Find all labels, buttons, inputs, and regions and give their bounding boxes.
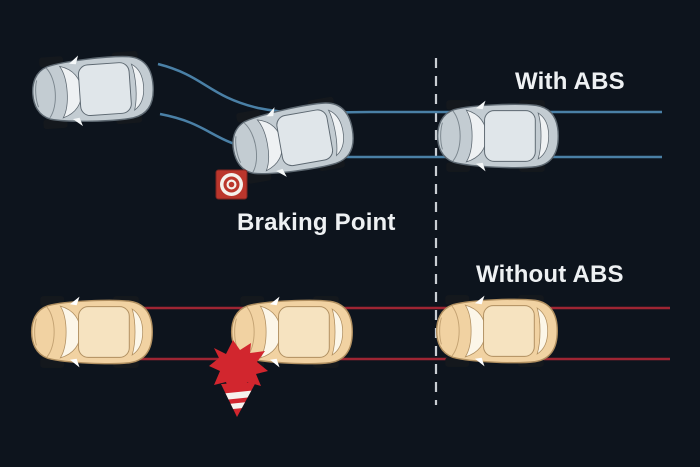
target-bullseye-icon bbox=[215, 169, 248, 200]
braking-point-label: Braking Point bbox=[237, 209, 396, 236]
without-abs-label: Without ABS bbox=[476, 261, 624, 288]
no-abs-car-approaching bbox=[436, 295, 558, 367]
abs-car-stopped bbox=[30, 49, 156, 130]
with-abs-label: With ABS bbox=[515, 68, 625, 95]
abs-car-approaching bbox=[437, 100, 559, 172]
no-abs-car-stopped bbox=[31, 296, 153, 368]
